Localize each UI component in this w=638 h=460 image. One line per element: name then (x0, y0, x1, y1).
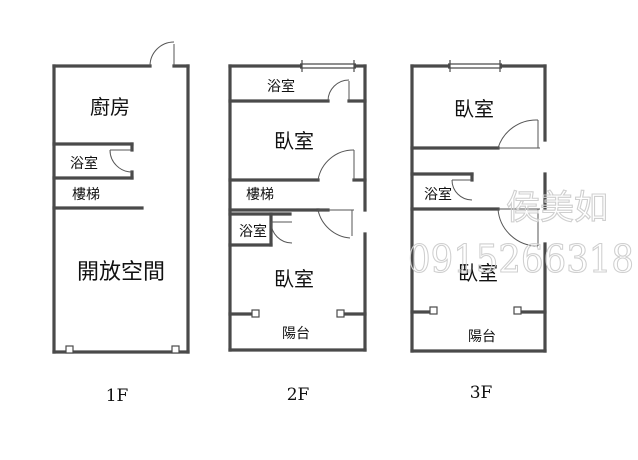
column (429, 306, 438, 315)
bathroom-door-2f-bottom (270, 221, 293, 244)
entry-door-1f (149, 41, 175, 67)
room-bedroom-2f-bottom: 臥室 (274, 267, 314, 291)
floor-3-plan: 臥室 浴室 臥室 陽台 (410, 60, 547, 353)
room-balcony-2f: 陽台 (282, 326, 310, 342)
room-stairs-1f: 樓梯 (72, 187, 100, 203)
top-window-3f (448, 60, 502, 72)
floor-label-3f: 3F (470, 383, 493, 403)
room-kitchen-1f: 廚房 (90, 95, 130, 119)
room-bedroom-3f-bottom: 臥室 (458, 261, 498, 285)
bathroom-door-1f (109, 149, 133, 173)
column (65, 345, 74, 354)
room-stairs-2f: 樓梯 (246, 187, 274, 203)
room-bedroom-3f-top: 臥室 (454, 97, 494, 121)
column (251, 309, 260, 318)
room-bathroom-2f-bottom: 浴室 (239, 223, 267, 240)
room-bathroom-1f: 浴室 (70, 155, 98, 172)
room-bathroom-2f-top: 浴室 (267, 78, 295, 95)
floor-2-plan: 浴室 臥室 樓梯 浴室 臥室 陽台 (228, 60, 367, 352)
column (171, 345, 180, 354)
bathroom-door-2f-top (327, 79, 350, 102)
bedroom-door-2f-bottom (317, 209, 354, 239)
bedroom-door-3f-bottom (497, 208, 540, 247)
watermark-name: 侯美如 (506, 188, 608, 228)
room-bedroom-2f-top: 臥室 (274, 129, 314, 153)
watermark-phone: 0915266318 (408, 237, 634, 281)
floor-1-plan: 廚房 浴室 樓梯 開放空間 (52, 41, 190, 354)
room-open-space-1f: 開放空間 (77, 260, 165, 285)
column (336, 309, 345, 318)
room-balcony-3f: 陽台 (468, 329, 496, 345)
bathroom-door-3f (451, 179, 473, 201)
floor-label-1f: 1F (106, 386, 129, 406)
floor-label-2f: 2F (287, 385, 310, 405)
bedroom-door-2f-top (317, 149, 355, 181)
top-window-2f (300, 60, 356, 72)
room-bathroom-3f: 浴室 (424, 186, 452, 203)
bedroom-door-3f-top (497, 119, 540, 149)
column (513, 306, 522, 315)
